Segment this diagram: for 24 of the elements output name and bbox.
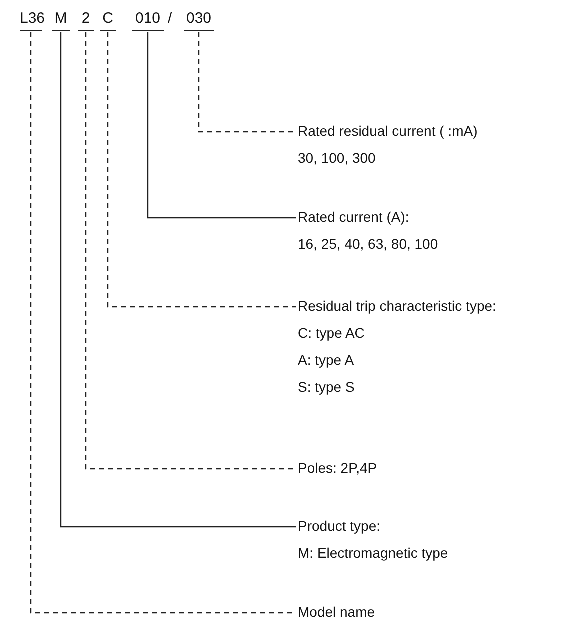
- leader-line: [147, 32, 296, 219]
- description-heading: Product type:: [298, 517, 382, 536]
- leader-line: [85, 32, 296, 470]
- description-heading: Rated current (A):: [298, 208, 410, 227]
- description-value: C: type AC: [298, 324, 366, 343]
- description-heading: Residual trip characteristic type:: [298, 297, 496, 316]
- code-segment: 030: [184, 8, 214, 31]
- description-heading: Model name: [298, 603, 376, 622]
- description-value: S: type S: [298, 378, 356, 397]
- leader-line: [198, 32, 296, 133]
- description-heading: Rated residual current ( :mA): [298, 122, 478, 141]
- description-value: 16, 25, 40, 63, 80, 100: [298, 235, 438, 254]
- code-segment: 010: [132, 8, 164, 31]
- leader-line: [107, 32, 296, 308]
- description-value: 30, 100, 300: [298, 149, 377, 168]
- leader-line: [60, 32, 296, 528]
- code-segment: 2: [78, 8, 94, 31]
- separator-slash: /: [168, 9, 172, 29]
- description-value: M: Electromagnetic type: [298, 544, 448, 563]
- code-segment: L36: [20, 8, 42, 31]
- code-segment: C: [100, 8, 116, 31]
- code-segment: M: [52, 8, 70, 31]
- description-value: A: type A: [298, 351, 356, 370]
- description-heading: Poles: 2P,4P: [298, 459, 378, 478]
